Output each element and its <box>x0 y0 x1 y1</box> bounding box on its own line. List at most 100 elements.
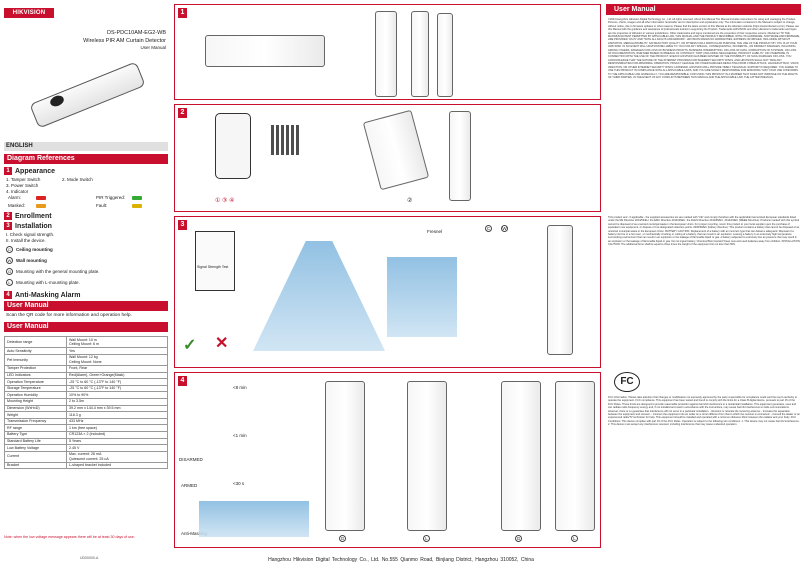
spec-value: 2 to 3.5m <box>66 397 168 406</box>
time-label: <8 min <box>233 385 247 390</box>
diagram-panel-anti-masking: 4 DISARMED ARMED <8 min <1 min <30 s Ant… <box>174 372 601 548</box>
appearance-item: 4. Indicator <box>6 189 29 194</box>
spec-key: Weight <box>4 411 67 419</box>
appearance-item: 2. Mode Switch <box>62 177 93 182</box>
panel-number: 1 <box>178 8 187 18</box>
section-number: 2 <box>4 212 12 220</box>
ceiling-badge-icon: C <box>485 225 492 232</box>
mount-option-text: Wall mounting <box>16 257 47 263</box>
spec-key: Operation Humidity <box>4 391 67 399</box>
fresnel-label: Fresnel <box>427 229 443 234</box>
section-title: Installation <box>15 222 52 230</box>
detector-open-image <box>362 109 430 191</box>
step-marker: ② <box>407 198 413 204</box>
spec-value: -25 °C to 60 °C (-13°F to 140 °F) <box>66 378 168 386</box>
spec-value: 1 km (free space) <box>66 424 168 432</box>
cross-icon: ✕ <box>215 335 229 352</box>
section-title: Anti-Masking Alarm <box>15 291 81 299</box>
led-orange-icon <box>36 204 46 208</box>
mount-option-text: Ceiling mounting <box>16 246 53 252</box>
armed-label: ARMED <box>181 483 198 488</box>
legal-column: User Manual ©2024 Hangzhou Hikvision Dig… <box>604 0 802 547</box>
spec-key: Low Battery Voltage <box>4 444 67 452</box>
detector-back-image <box>411 11 429 97</box>
spec-key: Auto Sensitivity <box>4 347 67 355</box>
hikvision-logo: HIKVISION <box>4 8 54 18</box>
indicator-masked-label: Masked: <box>8 203 26 208</box>
mount-option-wall: W Wall mounting <box>6 257 47 264</box>
l-plate-badge-icon: L <box>423 535 430 542</box>
detector-bracket-image <box>437 13 453 97</box>
time-label: <1 min <box>233 433 247 438</box>
document-number: UD00000-A <box>80 556 99 560</box>
spec-value: Red(Alarm), Green+Orange(Mask) <box>66 371 168 380</box>
detector-general-plate-image <box>325 381 365 531</box>
spec-key: Battery Type <box>4 430 67 439</box>
user-manual-header-2: User Manual <box>4 322 168 332</box>
panel-number: 4 <box>178 376 187 386</box>
time-label: <30 s <box>233 481 245 486</box>
mount-option-general: G Mounting with the general mounting pla… <box>6 268 100 275</box>
wall-detection-zone <box>387 257 457 337</box>
ceiling-detection-zone <box>253 241 385 351</box>
indicator-fault-label: Fault: <box>96 203 108 208</box>
general-plate-badge-icon: G <box>6 268 13 275</box>
anti-masking-heading: 4 Anti-Masking Alarm <box>4 291 80 299</box>
spec-key: LED Indicators <box>4 371 67 380</box>
spec-value: 39.2 mm x 144.4 mm x 39.5 mm <box>66 404 168 413</box>
language-label: ENGLISH <box>4 142 168 151</box>
spec-value: Wall Mount: 10 m Ceiling Mount: 6 m <box>66 335 168 349</box>
appearance-item: 1. Tamper Switch <box>6 177 41 182</box>
detector-closed-image <box>449 111 471 201</box>
model-number: DS-PDC10AM-EG2-WB <box>107 30 166 36</box>
wall-badge-icon: W <box>6 257 13 264</box>
spec-key: Storage Temperature <box>4 384 67 393</box>
check-icon: ✓ <box>183 337 197 354</box>
l-plate-badge-icon: L <box>6 279 13 286</box>
spec-key: Current <box>4 450 67 463</box>
user-manual-header: User Manual <box>606 4 801 15</box>
mount-option-text: Mounting with L-mounting plate. <box>16 279 80 285</box>
user-manual-header: User Manual <box>4 301 168 311</box>
appearance-heading: 1 Appearance <box>4 167 55 175</box>
led-yellow-icon <box>132 204 142 208</box>
detector-general-plate-image-2 <box>501 381 541 531</box>
installation-heading: 3 Installation <box>4 222 52 230</box>
diagram-panel-installation: 3 Signal Strength Test Fresnel C W ✓ ✕ <box>174 216 601 368</box>
mount-option-l-plate: L Mounting with L-mounting plate. <box>6 279 80 286</box>
spec-value: Front, Rear <box>66 364 168 373</box>
spec-value: 118.3 g <box>66 411 168 419</box>
section-number: 4 <box>4 291 12 299</box>
l-plate-badge-icon: L <box>571 535 578 542</box>
signal-test-box <box>195 231 235 291</box>
diagram-column: 1 2 ① ③ ④ ② 3 Signal Strength Test Fresn… <box>172 0 604 548</box>
general-plate-badge-icon: G <box>339 535 346 542</box>
indicator-alarm-label: Alarm: <box>8 195 22 200</box>
step-markers: ① ③ ④ <box>215 198 235 204</box>
spec-value: Yes <box>66 347 168 355</box>
spec-key: Dimension (WxHxD) <box>4 404 67 413</box>
led-green-icon <box>132 196 142 200</box>
spec-key: RF range <box>4 424 67 432</box>
led-red-icon <box>36 196 46 200</box>
legal-text-fcc: FCC Information. Please take attention t… <box>608 396 800 427</box>
signal-test-label: Signal Strength Test <box>197 265 229 269</box>
spec-value: L-shaped bracket included <box>66 461 168 470</box>
spec-row: Dimension (WxHxD)39.2 mm x 144.4 mm x 39… <box>4 404 168 413</box>
spec-row: Operation Temperature-25 °C to 60 °C (-1… <box>4 378 168 386</box>
section-number: 1 <box>4 167 12 175</box>
spec-key: Detection range <box>4 335 67 349</box>
spec-row: Storage Temperature-25 °C to 60 °C (-13°… <box>4 384 168 393</box>
footer-address: Hangzhou Hikvision Digital Technology Co… <box>268 557 534 563</box>
